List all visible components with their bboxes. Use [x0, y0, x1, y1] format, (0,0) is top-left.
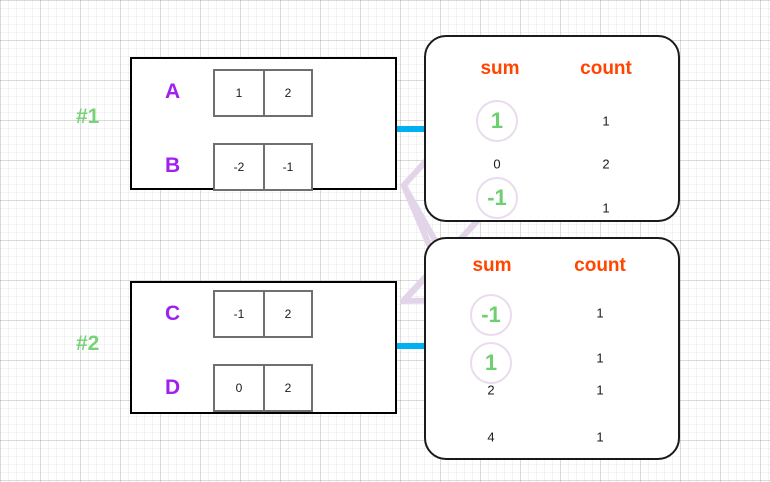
reducer-1-count-2: 1 [602, 200, 610, 216]
reducer-1-sum-0: 1 [490, 108, 504, 133]
highlight-circle-r1-row2 [476, 177, 518, 219]
row-letter-a: A [165, 80, 181, 103]
cell-d-0: 0 [235, 381, 243, 395]
reducer-1-sum-2: -1 [487, 185, 507, 210]
cell-b-1: -1 [262, 145, 311, 189]
reducer-2-count-3: 1 [596, 429, 604, 445]
reducer-1-header-sum: sum [480, 58, 520, 79]
cellpair-b: -2 -1 [213, 143, 313, 191]
cell-d-1: 2 [262, 366, 311, 410]
reducer-2-sum-1: 1 [484, 350, 498, 375]
cell-c-1: 2 [262, 292, 311, 336]
reducer-2-count-2: 1 [596, 382, 604, 398]
reducer-2-sum-0: -1 [481, 302, 501, 327]
reducer-box-1 [424, 35, 680, 222]
reducer-box-2 [424, 237, 680, 460]
reducer-2-count-1: 1 [596, 350, 604, 366]
row-letter-c: C [165, 302, 181, 325]
group-label-1: #1 [76, 105, 100, 128]
reducer-2-sum-3: 4 [487, 429, 495, 445]
cellpair-a: 1 2 [213, 69, 313, 117]
cellpair-c: -1 2 [213, 290, 313, 338]
cell-a-0: 1 [235, 86, 243, 100]
reducer-2-header-sum: sum [472, 255, 512, 276]
row-letter-d: D [165, 376, 181, 399]
reducer-2-count-0: 1 [596, 305, 604, 321]
reducer-1-count-1: 2 [602, 156, 610, 172]
cell-a-1: 2 [262, 71, 311, 115]
group-label-2: #2 [76, 332, 100, 355]
reducer-2-header-count: count [574, 255, 626, 276]
cell-b-0: -2 [233, 160, 245, 174]
cell-c-0: -1 [233, 307, 245, 321]
row-letter-b: B [165, 154, 181, 177]
highlight-circle-r1-row0 [476, 100, 518, 142]
reducer-1-sum-1: 0 [493, 156, 501, 172]
highlight-circle-r2-row1 [470, 342, 512, 384]
reducer-1-header-count: count [580, 58, 632, 79]
highlight-circle-r2-row0 [470, 294, 512, 336]
cellpair-d: 0 2 [213, 364, 313, 412]
reducer-1-count-0: 1 [602, 113, 610, 129]
reducer-2-sum-2: 2 [487, 382, 495, 398]
